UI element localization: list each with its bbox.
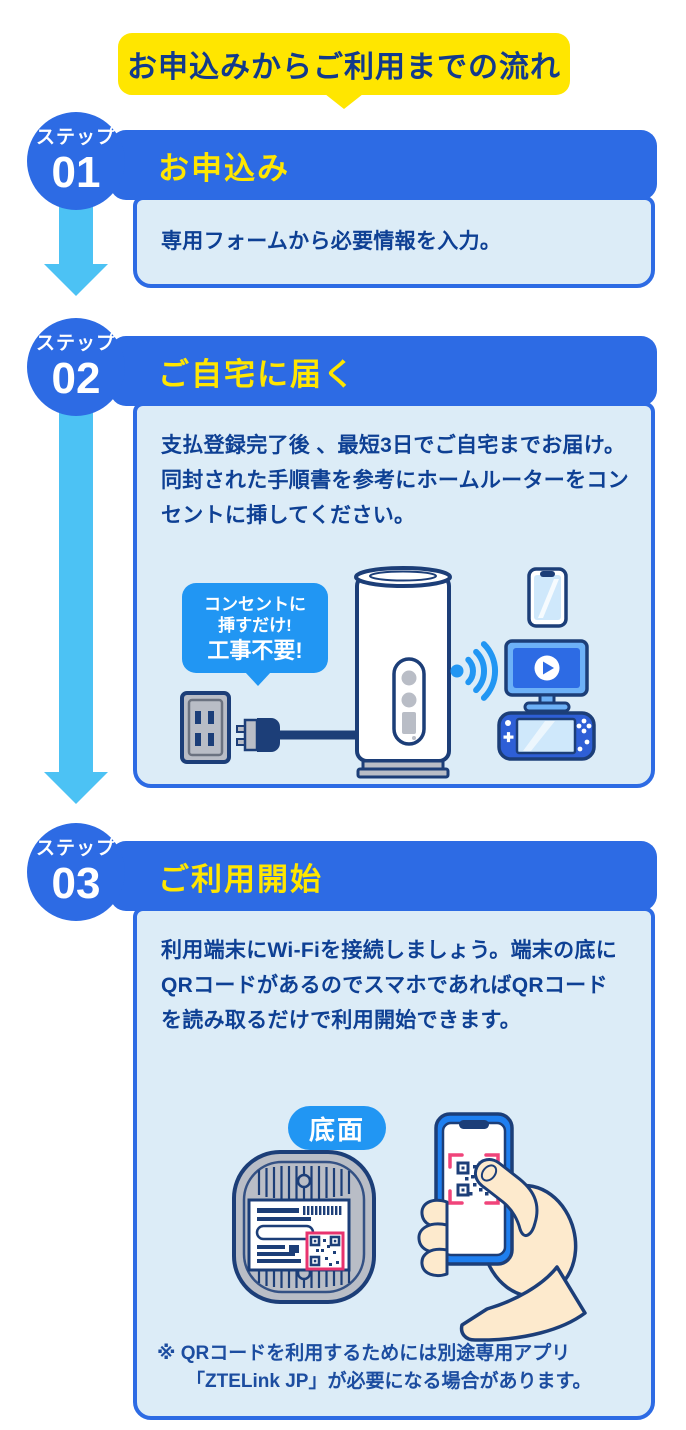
smartphone-icon: [527, 567, 568, 628]
bottom-face-label: 底面: [308, 1114, 365, 1145]
step-03-card: 利用端末にWi-Fiを接続しましょう。端末の底にQRコードがあるのでスマホであれ…: [133, 907, 655, 1420]
step-03-number: 03: [51, 858, 101, 908]
step-02-badge: ステップ 02: [27, 318, 125, 416]
wifi-waves-icon: [450, 641, 499, 701]
hand-holding-smartphone-icon: [417, 1112, 587, 1342]
no-construction-speech-bubble: コンセントに 挿すだけ! 工事不要!: [182, 583, 328, 686]
router-setup-illustration: [180, 566, 596, 779]
qr-app-footnote: ※ QRコードを利用するためには別途専用アプリ「ZTELink JP」が必要にな…: [157, 1343, 592, 1392]
tv-streaming-icon: [504, 639, 589, 713]
step-02-label: ステップ: [35, 332, 116, 354]
step-02-description: 支払登録完了後 、最短3日でご自宅までお届け。同封された手順書を参考にホームルー…: [161, 434, 629, 527]
step-03-description: 利用端末にWi-Fiを接続しましょう。端末の底にQRコードがあるのでスマホであれ…: [161, 939, 618, 1032]
step-03-label: ステップ: [35, 837, 116, 859]
router-bottom-face-icon: [232, 1150, 376, 1304]
qr-label-icon: [247, 1198, 351, 1272]
step-01-description: 専用フォームから必要情報を入力。: [161, 230, 502, 253]
power-outlet-icon: [180, 691, 231, 764]
bubble-line-3: 工事不要!: [207, 637, 303, 663]
power-plug-icon: [236, 718, 359, 752]
title-banner: お申込みからご利用までの流れ: [118, 33, 570, 95]
step-02-card: 支払登録完了後 、最短3日でご自宅までお届け。同封された手順書を参考にホームルー…: [133, 402, 655, 788]
bottom-face-pill: 底面: [288, 1106, 386, 1150]
bubble-line-1: コンセントに: [204, 594, 306, 614]
page-title: お申込みからご利用までの流れ: [127, 51, 561, 84]
down-arrow-icon: [59, 200, 93, 264]
scanning-smartphone-icon: [434, 1112, 514, 1266]
game-console-icon: [497, 711, 596, 761]
down-arrow-icon: [44, 772, 108, 804]
step-03-header: ご利用開始: [110, 841, 657, 911]
banner-tail-pointer: [325, 94, 363, 109]
step-03-badge: ステップ 03: [27, 823, 125, 921]
step-02-number: 02: [51, 353, 101, 403]
down-arrow-icon: [44, 264, 108, 296]
step-01-number: 01: [51, 147, 101, 197]
down-arrow-icon: [59, 408, 93, 772]
step-01-card: 専用フォームから必要情報を入力。: [133, 196, 655, 288]
step-01-label: ステップ: [35, 126, 116, 148]
step-01-title: お申込み: [158, 150, 290, 186]
step-01-badge: ステップ 01: [27, 112, 125, 210]
step-02-header: ご自宅に届く: [110, 336, 657, 406]
step-03-title: ご利用開始: [158, 861, 323, 897]
label-qr-code-icon: [305, 1231, 345, 1271]
bubble-line-2: 挿すだけ!: [218, 615, 292, 635]
step-01-header: お申込み: [110, 130, 657, 200]
barcode-icon: [303, 1206, 342, 1215]
step-02-title: ご自宅に届く: [158, 356, 356, 392]
home-router-icon: [354, 566, 452, 779]
qr-scan-illustration: [232, 1112, 587, 1342]
